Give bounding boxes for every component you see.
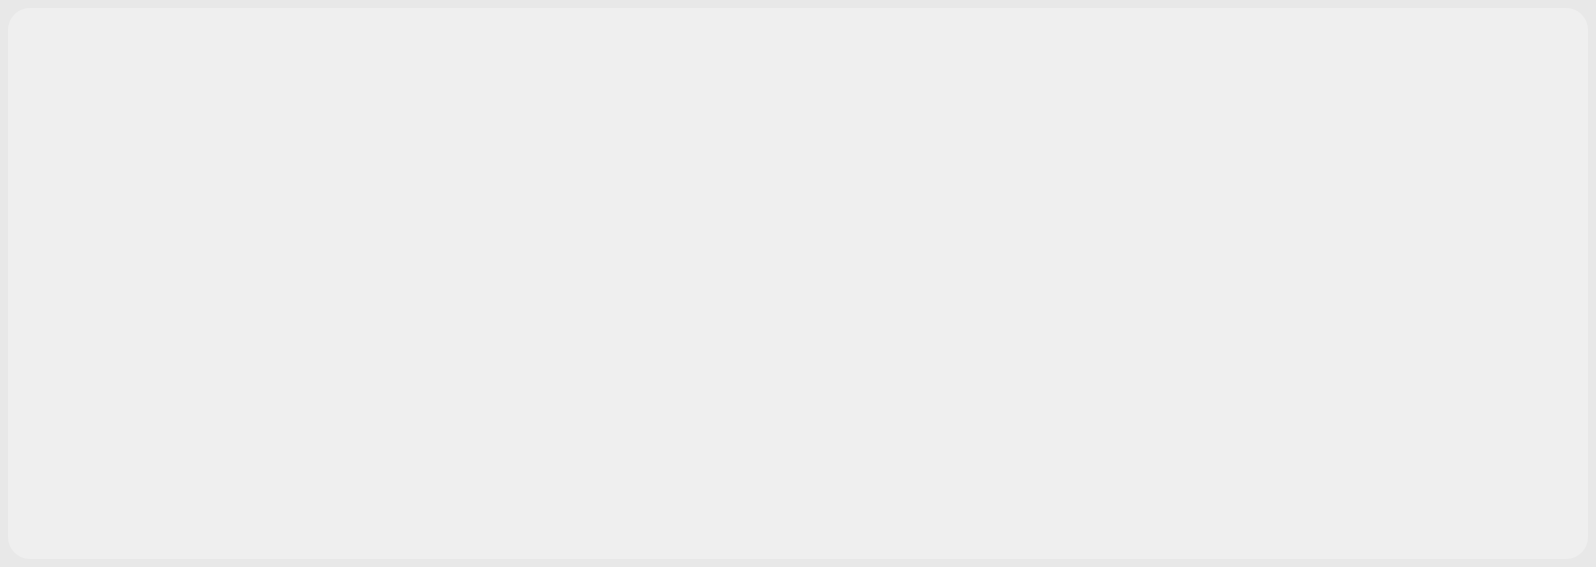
layout-panel	[8, 8, 1588, 559]
